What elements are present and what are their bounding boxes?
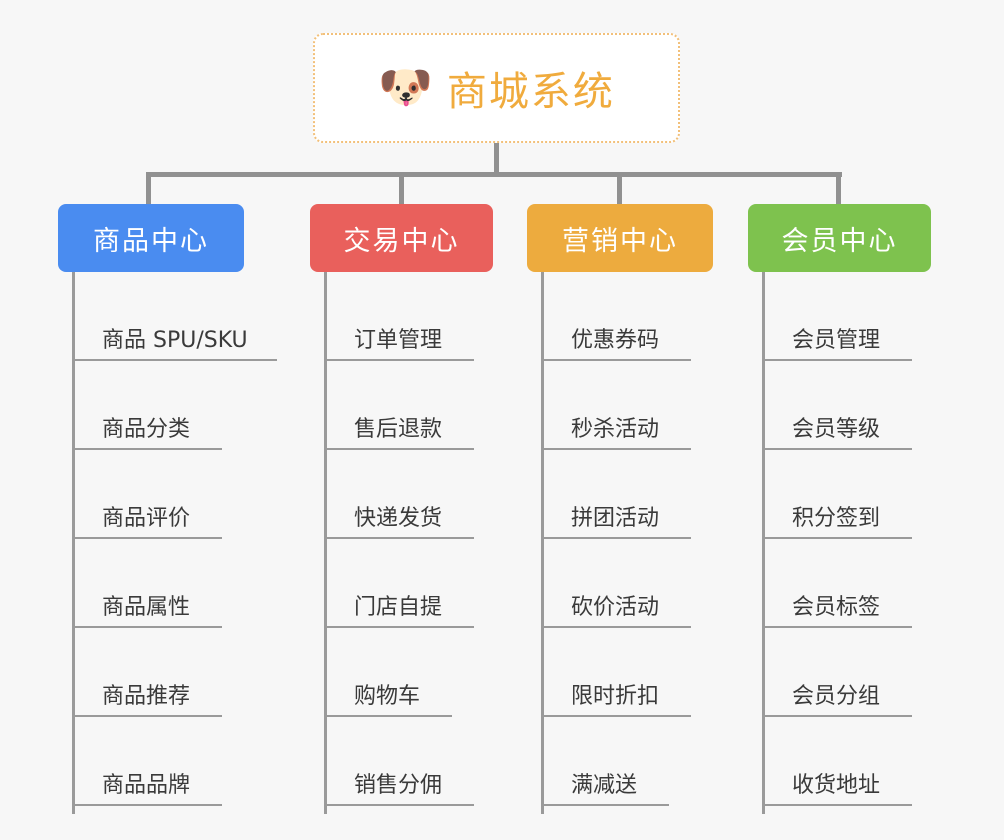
- list-item-label: 会员管理: [762, 328, 912, 361]
- list-item-label: 售后退款: [324, 417, 474, 450]
- column-spine-trade-center: [324, 272, 327, 814]
- column-spine-member-center: [762, 272, 765, 814]
- list-item-label: 收货地址: [762, 773, 912, 806]
- item-list-product-center: 商品 SPU/SKU 商品分类商品评价商品属性商品推荐商品品牌: [72, 272, 277, 806]
- list-item[interactable]: 销售分佣: [324, 717, 474, 806]
- list-item[interactable]: 商品评价: [72, 450, 277, 539]
- column-member-center: 会员中心会员管理会员等级积分签到会员标签会员分组收货地址: [748, 204, 931, 814]
- list-item[interactable]: 会员分组: [762, 628, 912, 717]
- connector-root-stem: [494, 143, 499, 176]
- list-item[interactable]: 商品 SPU/SKU: [72, 272, 277, 361]
- item-list-member-center: 会员管理会员等级积分签到会员标签会员分组收货地址: [762, 272, 912, 806]
- connector-drop-member-center: [836, 172, 841, 204]
- list-item[interactable]: 限时折扣: [541, 628, 691, 717]
- list-item-label: 订单管理: [324, 328, 474, 361]
- column-trade-center: 交易中心订单管理售后退款快递发货门店自提购物车销售分佣: [310, 204, 493, 814]
- column-spine-marketing-center: [541, 272, 544, 814]
- list-item-label: 购物车: [324, 684, 452, 717]
- column-header-label: 会员中心: [781, 225, 898, 257]
- list-item[interactable]: 商品推荐: [72, 628, 277, 717]
- list-item[interactable]: 商品品牌: [72, 717, 277, 806]
- item-list-marketing-center: 优惠券码秒杀活动拼团活动砍价活动限时折扣满减送: [541, 272, 691, 806]
- list-item[interactable]: 满减送: [541, 717, 691, 806]
- list-item-label: 商品 SPU/SKU: [72, 328, 277, 361]
- list-item-label: 销售分佣: [324, 773, 474, 806]
- list-item[interactable]: 商品分类: [72, 361, 277, 450]
- list-item[interactable]: 会员标签: [762, 539, 912, 628]
- root-title: 商城系统: [446, 69, 615, 115]
- list-item[interactable]: 会员管理: [762, 272, 912, 361]
- connector-drop-marketing-center: [617, 172, 622, 204]
- list-item[interactable]: 售后退款: [324, 361, 474, 450]
- list-item[interactable]: 砍价活动: [541, 539, 691, 628]
- list-item-label: 秒杀活动: [541, 417, 691, 450]
- list-item-label: 商品品牌: [72, 773, 222, 806]
- list-item[interactable]: 订单管理: [324, 272, 474, 361]
- column-header-trade-center[interactable]: 交易中心: [310, 204, 493, 272]
- list-item[interactable]: 拼团活动: [541, 450, 691, 539]
- list-item[interactable]: 快递发货: [324, 450, 474, 539]
- column-marketing-center: 营销中心优惠券码秒杀活动拼团活动砍价活动限时折扣满减送: [527, 204, 713, 814]
- list-item[interactable]: 门店自提: [324, 539, 474, 628]
- root-node[interactable]: 🐶 商城系统: [313, 33, 680, 143]
- list-item-label: 优惠券码: [541, 328, 691, 361]
- column-header-label: 交易中心: [343, 225, 460, 257]
- column-header-product-center[interactable]: 商品中心: [58, 204, 244, 272]
- list-item[interactable]: 商品属性: [72, 539, 277, 628]
- list-item-label: 快递发货: [324, 506, 474, 539]
- list-item[interactable]: 购物车: [324, 628, 474, 717]
- column-header-marketing-center[interactable]: 营销中心: [527, 204, 713, 272]
- shiba-dog-face-icon: 🐶: [378, 62, 433, 113]
- connector-horizontal-bar: [148, 172, 842, 177]
- item-list-trade-center: 订单管理售后退款快递发货门店自提购物车销售分佣: [324, 272, 474, 806]
- list-item-label: 商品推荐: [72, 684, 222, 717]
- column-spine-product-center: [72, 272, 75, 814]
- list-item-label: 门店自提: [324, 595, 474, 628]
- column-header-member-center[interactable]: 会员中心: [748, 204, 931, 272]
- list-item-label: 限时折扣: [541, 684, 691, 717]
- list-item[interactable]: 秒杀活动: [541, 361, 691, 450]
- list-item-label: 商品分类: [72, 417, 222, 450]
- list-item-label: 商品评价: [72, 506, 222, 539]
- column-header-label: 商品中心: [93, 225, 209, 257]
- list-item[interactable]: 收货地址: [762, 717, 912, 806]
- list-item[interactable]: 积分签到: [762, 450, 912, 539]
- list-item-label: 商品属性: [72, 595, 222, 628]
- list-item-label: 积分签到: [762, 506, 912, 539]
- connector-drop-trade-center: [399, 172, 404, 204]
- list-item-label: 砍价活动: [541, 595, 691, 628]
- list-item-label: 会员分组: [762, 684, 912, 717]
- list-item-label: 会员标签: [762, 595, 912, 628]
- column-header-label: 营销中心: [562, 225, 678, 257]
- list-item-label: 会员等级: [762, 417, 912, 450]
- column-product-center: 商品中心商品 SPU/SKU 商品分类商品评价商品属性商品推荐商品品牌: [58, 204, 277, 814]
- list-item-label: 拼团活动: [541, 506, 691, 539]
- list-item[interactable]: 会员等级: [762, 361, 912, 450]
- connector-drop-product-center: [146, 172, 151, 204]
- list-item[interactable]: 优惠券码: [541, 272, 691, 361]
- list-item-label: 满减送: [541, 773, 669, 806]
